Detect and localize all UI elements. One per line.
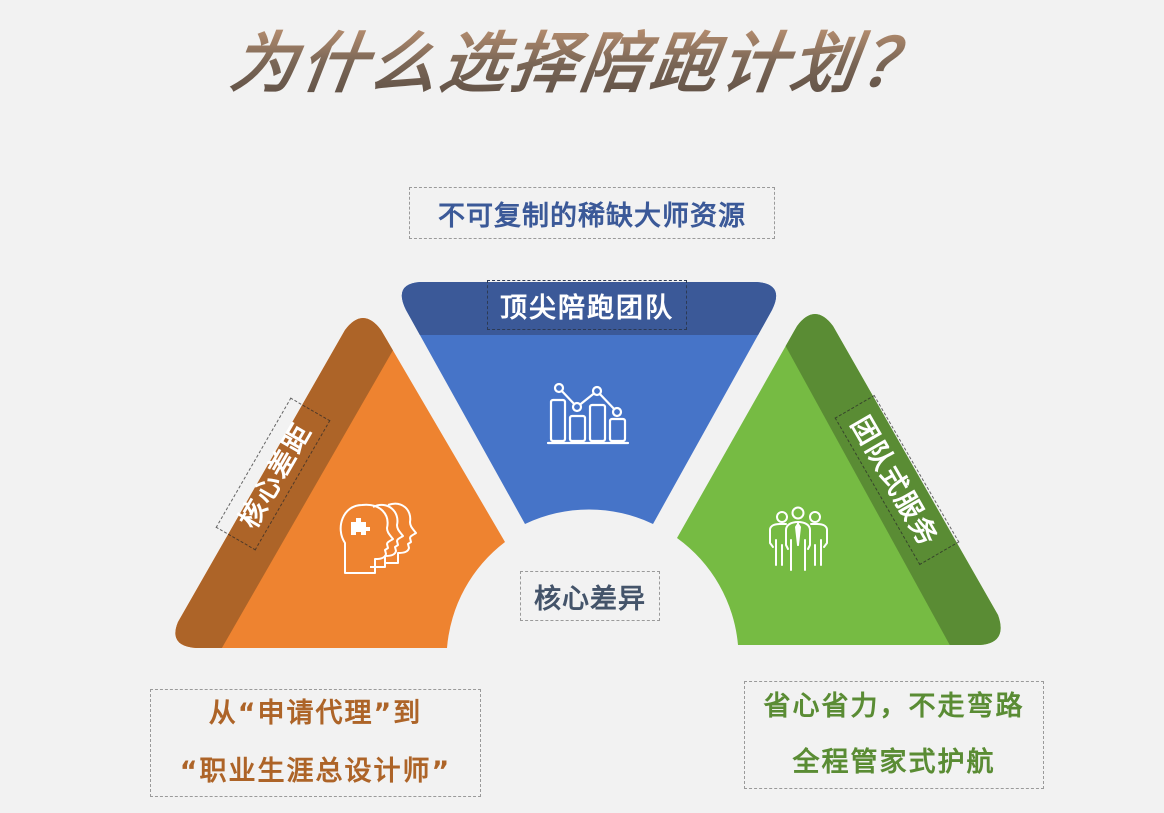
heads-puzzle-icon <box>339 502 417 574</box>
bottom-right-caption-line1: 省心省力，不走弯路 <box>763 691 1025 722</box>
bottom-right-caption: 省心省力，不走弯路 全程管家式护航 <box>744 681 1044 789</box>
team-people-icon <box>769 506 828 571</box>
bar-line-chart-icon <box>546 382 630 445</box>
bottom-left-caption-line1: 从“申请代理”到 <box>208 698 423 729</box>
top-caption-text: 不可复制的稀缺大师资源 <box>438 200 746 232</box>
bottom-right-caption-line2: 全程管家式护航 <box>792 747 996 778</box>
bottom-left-caption-line2: “职业生涯总设计师” <box>179 756 452 787</box>
center-label: 核心差异 <box>520 571 660 621</box>
top-caption: 不可复制的稀缺大师资源 <box>409 187 775 239</box>
segment-top-label: 顶尖陪跑团队 <box>487 280 687 330</box>
bottom-left-caption: 从“申请代理”到 “职业生涯总设计师” <box>150 689 481 797</box>
